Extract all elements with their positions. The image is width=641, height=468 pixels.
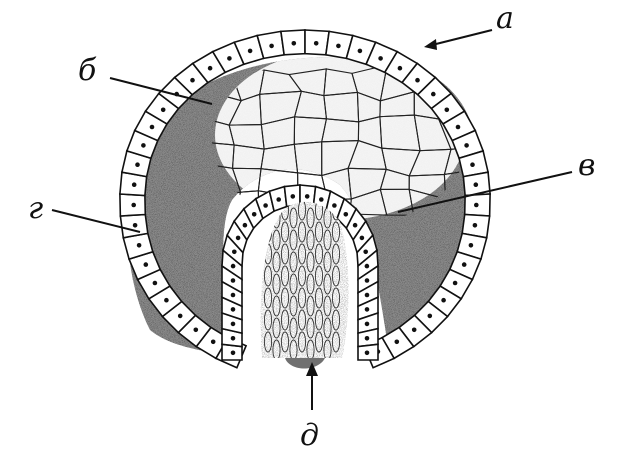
endoderm-nucleus bbox=[263, 203, 268, 208]
endoderm-nucleus bbox=[231, 307, 236, 312]
ectoderm-nucleus bbox=[208, 66, 213, 71]
ectoderm-nucleus bbox=[178, 314, 183, 319]
label-g: г bbox=[28, 191, 43, 226]
endoderm-nucleus bbox=[231, 278, 236, 283]
ectoderm-nucleus bbox=[398, 66, 403, 71]
endoderm-nucleus bbox=[291, 194, 296, 199]
endoderm-nucleus bbox=[231, 322, 236, 327]
ectoderm-nucleus bbox=[194, 328, 199, 333]
ectoderm-nucleus bbox=[141, 143, 146, 148]
ectoderm-nucleus bbox=[248, 49, 253, 54]
ectoderm-nucleus bbox=[395, 340, 400, 345]
ectoderm-nucleus bbox=[441, 298, 446, 303]
leader-line-a bbox=[428, 30, 492, 46]
ectoderm-nucleus bbox=[464, 143, 469, 148]
ectoderm-nucleus bbox=[227, 56, 232, 61]
ectoderm-nucleus bbox=[161, 108, 166, 113]
ectoderm-nucleus bbox=[164, 298, 169, 303]
blastopore-opening bbox=[285, 358, 325, 369]
endoderm-nucleus bbox=[365, 264, 370, 269]
endoderm-nucleus bbox=[344, 212, 349, 217]
ectoderm-nucleus bbox=[469, 243, 474, 248]
endoderm-nucleus bbox=[365, 293, 370, 298]
ectoderm-nucleus bbox=[153, 281, 158, 286]
label-v: в bbox=[578, 148, 595, 183]
ectoderm-nucleus bbox=[150, 125, 155, 130]
endoderm-nucleus bbox=[231, 293, 236, 298]
arrowhead-a bbox=[424, 39, 437, 50]
endoderm-nucleus bbox=[231, 264, 236, 269]
endoderm-nucleus bbox=[365, 278, 370, 283]
label-d: д bbox=[300, 418, 319, 453]
core-cell bbox=[264, 222, 271, 242]
ectoderm-nucleus bbox=[132, 182, 137, 187]
endoderm-nucleus bbox=[360, 236, 365, 241]
ectoderm-nucleus bbox=[211, 340, 216, 345]
label-b: б bbox=[78, 53, 97, 88]
ectoderm-nucleus bbox=[473, 223, 478, 228]
ectoderm-nucleus bbox=[412, 328, 417, 333]
ectoderm-nucleus bbox=[474, 203, 479, 208]
label-a: а bbox=[496, 1, 514, 36]
ectoderm-nucleus bbox=[415, 78, 420, 83]
ectoderm-nucleus bbox=[131, 203, 136, 208]
endoderm-nucleus bbox=[365, 336, 370, 341]
ectoderm-nucleus bbox=[462, 262, 467, 267]
endoderm-nucleus bbox=[305, 194, 310, 199]
ectoderm-nucleus bbox=[470, 162, 475, 167]
endoderm-nucleus bbox=[252, 212, 257, 217]
endoderm-nucleus bbox=[332, 203, 337, 208]
endoderm-nucleus bbox=[353, 223, 358, 228]
ectoderm-nucleus bbox=[292, 41, 297, 46]
endoderm-nucleus bbox=[231, 351, 236, 356]
endoderm-nucleus bbox=[243, 223, 248, 228]
ectoderm-nucleus bbox=[133, 223, 138, 228]
ectoderm-nucleus bbox=[358, 49, 363, 54]
endoderm-nucleus bbox=[231, 336, 236, 341]
ectoderm-nucleus bbox=[336, 44, 341, 49]
endoderm-nucleus bbox=[276, 197, 281, 202]
ectoderm-nucleus bbox=[474, 182, 479, 187]
endoderm-nucleus bbox=[236, 236, 241, 241]
ectoderm-nucleus bbox=[453, 281, 458, 286]
ectoderm-nucleus bbox=[190, 78, 195, 83]
ectoderm-nucleus bbox=[378, 56, 383, 61]
ectoderm-nucleus bbox=[445, 108, 450, 113]
endoderm-nucleus bbox=[365, 351, 370, 356]
endoderm-nucleus bbox=[232, 250, 237, 255]
ectoderm-nucleus bbox=[137, 243, 142, 248]
ectoderm-nucleus bbox=[144, 262, 149, 267]
endoderm-nucleus bbox=[365, 322, 370, 327]
endoderm-nucleus bbox=[365, 307, 370, 312]
endoderm-nucleus bbox=[363, 250, 368, 255]
ectoderm-nucleus bbox=[269, 44, 274, 49]
ectoderm-nucleus bbox=[431, 92, 436, 97]
ectoderm-nucleus bbox=[135, 162, 140, 167]
ectoderm-nucleus bbox=[428, 314, 433, 319]
ectoderm-nucleus bbox=[314, 41, 319, 46]
endoderm-nucleus bbox=[319, 197, 324, 202]
ectoderm-nucleus bbox=[456, 125, 461, 130]
